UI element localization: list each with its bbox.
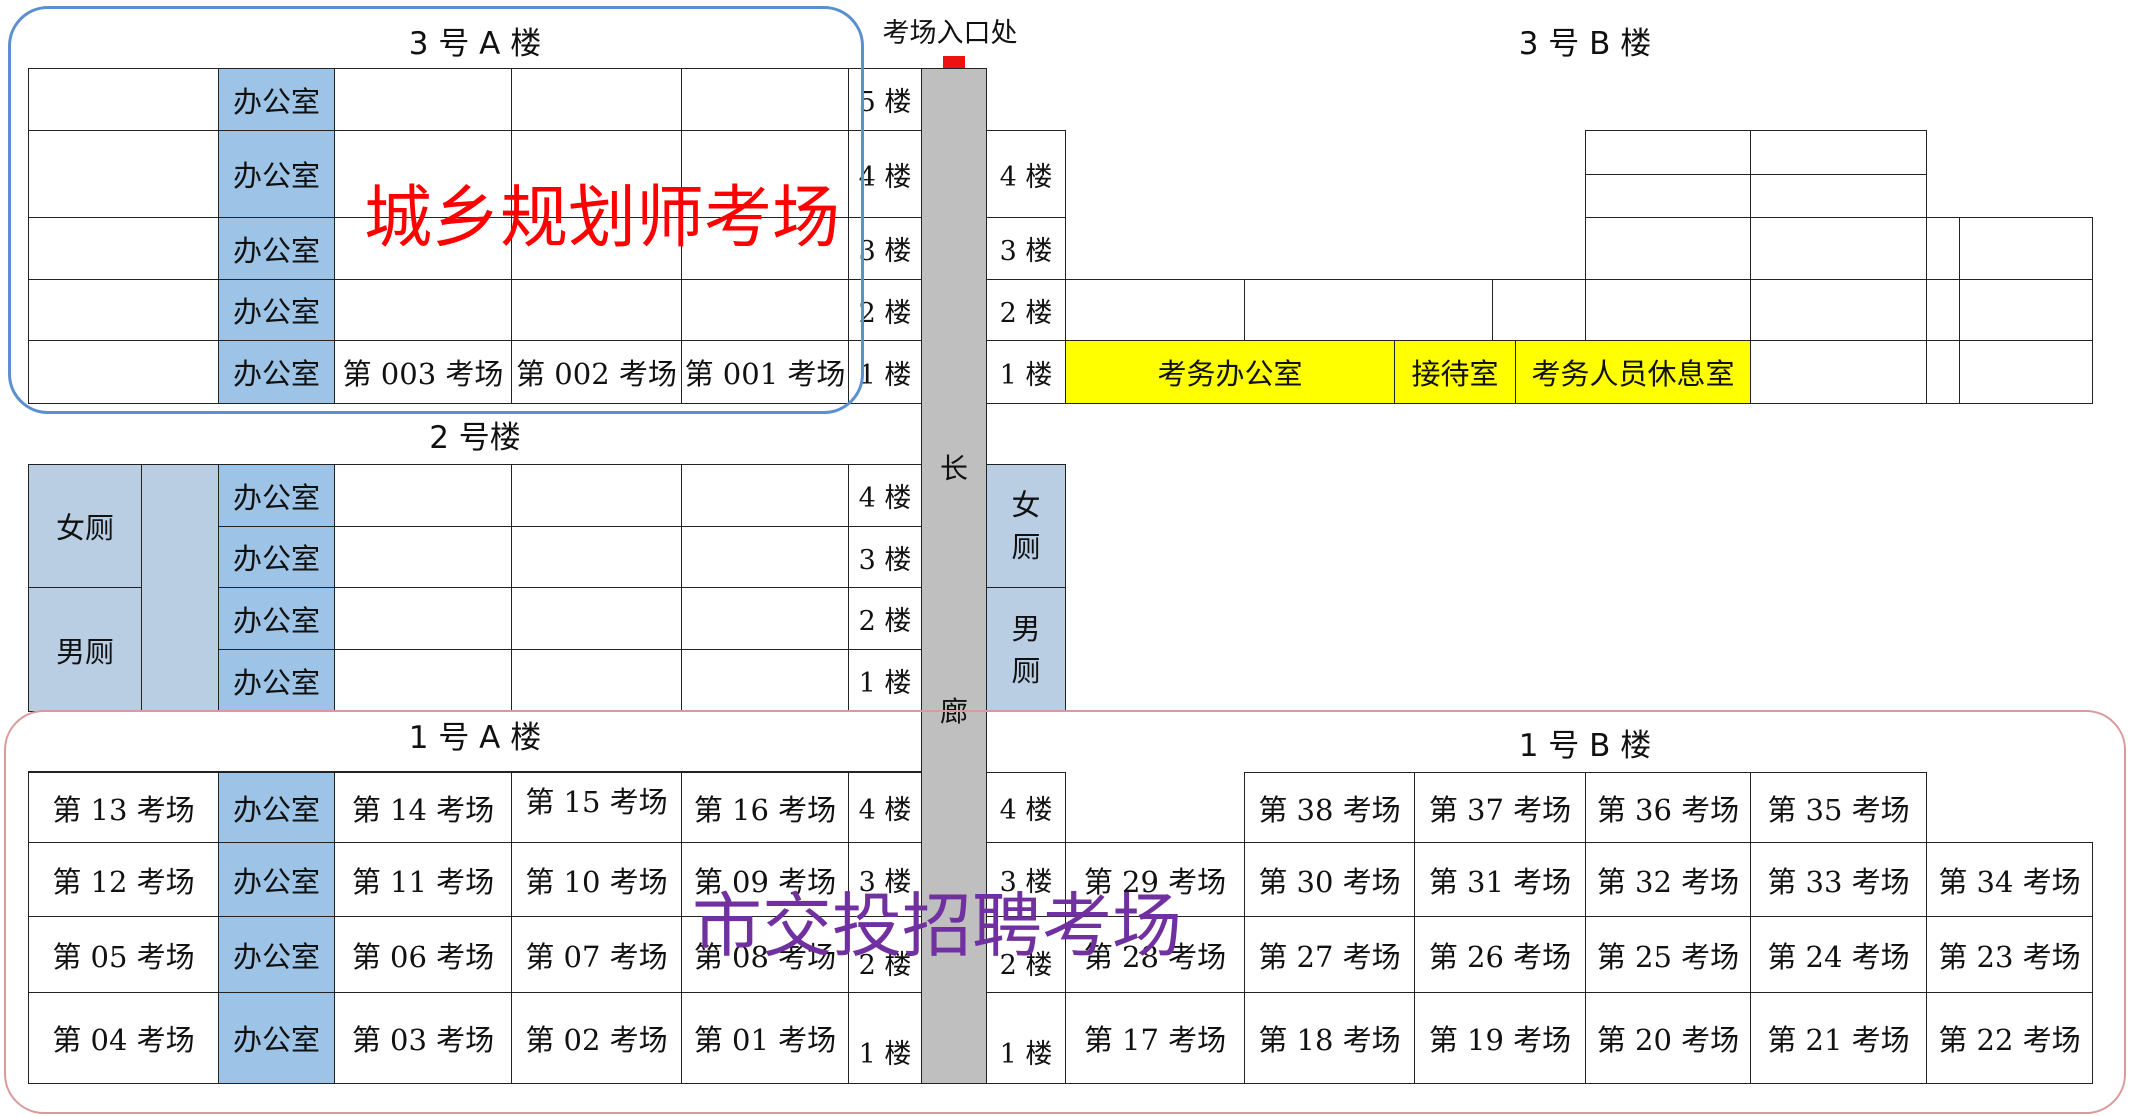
b2-stair bbox=[141, 464, 219, 712]
b1a-office-f2: 办公室 bbox=[218, 916, 335, 993]
b3b-cell bbox=[1585, 217, 1751, 280]
b3b-cell bbox=[1926, 217, 1960, 280]
b1b-exam-room: 第 30 考场 bbox=[1244, 842, 1415, 917]
b3b-cell bbox=[1244, 279, 1493, 341]
exam-affairs-office: 考务办公室 bbox=[1065, 340, 1395, 404]
b3b-cell bbox=[1750, 174, 1927, 218]
b1b-exam-room: 第 33 考场 bbox=[1750, 842, 1927, 917]
building-2-title: 2 号楼 bbox=[429, 419, 521, 456]
b1b-exam-room: 第 21 考场 bbox=[1750, 992, 1927, 1084]
b3b-cell bbox=[1959, 279, 2093, 341]
b2-cell bbox=[681, 464, 849, 527]
b2-cell bbox=[334, 464, 512, 527]
b1a-exam-room: 第 15 考场 bbox=[511, 772, 682, 843]
b2-cell bbox=[334, 649, 512, 712]
female-restroom: 女厕 bbox=[28, 464, 142, 588]
corridor-char-1: 长 bbox=[939, 452, 968, 485]
b2-cell bbox=[681, 587, 849, 650]
b2-cell bbox=[681, 526, 849, 588]
b3a-office-f2: 办公室 bbox=[218, 279, 335, 341]
b3b-cell bbox=[1585, 174, 1751, 218]
b3b-cell bbox=[1750, 130, 1927, 175]
b3b-cell bbox=[1926, 279, 1960, 341]
b3b-floor-2: 2 楼 bbox=[986, 279, 1066, 341]
b1a-office-f4: 办公室 bbox=[218, 772, 335, 843]
b3b-floor-1: 1 楼 bbox=[986, 340, 1066, 404]
b2-cell bbox=[511, 649, 682, 712]
b2-floor-3: 3 楼 bbox=[848, 526, 922, 588]
b1b-exam-room: 第 37 考场 bbox=[1414, 772, 1586, 843]
b3a-floor-5: 5 楼 bbox=[848, 68, 922, 131]
building-3b-title: 3 号 B 楼 bbox=[1518, 25, 1652, 62]
b2-cell bbox=[681, 649, 849, 712]
recruit-zone-outline bbox=[4, 710, 2126, 1114]
b3a-floor-3: 3 楼 bbox=[848, 217, 922, 280]
b2-office-f3: 办公室 bbox=[218, 526, 335, 588]
b2-cell bbox=[511, 587, 682, 650]
b1a-office-f3: 办公室 bbox=[218, 842, 335, 917]
b2-cell bbox=[511, 526, 682, 588]
b3b-cell bbox=[1959, 217, 2093, 280]
staff-lounge: 考务人员休息室 bbox=[1515, 340, 1751, 404]
recruit-zone-label: 市交投招聘考场 bbox=[692, 885, 1182, 967]
b2-floor-4: 4 楼 bbox=[848, 464, 922, 527]
male-restroom-east: 男 厕 bbox=[986, 587, 1066, 712]
building-1a-title: 1 号 A 楼 bbox=[408, 719, 542, 756]
building-3a-title: 3 号 A 楼 bbox=[408, 25, 542, 62]
b3b-cell bbox=[1926, 340, 1960, 404]
b2-office-f2: 办公室 bbox=[218, 587, 335, 650]
b3b-cell bbox=[1750, 279, 1927, 341]
b3b-cell bbox=[1750, 217, 1927, 280]
b3b-cell bbox=[1065, 279, 1245, 341]
b3a-office-f1: 办公室 bbox=[218, 340, 335, 404]
b1a-exam-room: 第 11 考场 bbox=[334, 842, 512, 917]
b1b-exam-room: 第 31 考场 bbox=[1414, 842, 1586, 917]
b1a-exam-room: 第 10 考场 bbox=[511, 842, 682, 917]
b3b-cell bbox=[1585, 279, 1751, 341]
b2-floor-2: 2 楼 bbox=[848, 587, 922, 650]
b1b-exam-room: 第 35 考场 bbox=[1750, 772, 1927, 843]
entrance-label: 考场入口处 bbox=[882, 17, 1018, 49]
b3a-floor-1: 1 楼 bbox=[848, 340, 922, 404]
b2-floor-1: 1 楼 bbox=[848, 649, 922, 712]
b3b-floor-4: 4 楼 bbox=[986, 130, 1066, 218]
male-restroom: 男厕 bbox=[28, 587, 142, 712]
building-1b-title: 1 号 B 楼 bbox=[1518, 727, 1652, 764]
b2-office-f1: 办公室 bbox=[218, 649, 335, 712]
b1a-exam-room: 第 02 考场 bbox=[511, 992, 682, 1084]
b3a-exam-room: 第 003 考场 bbox=[334, 340, 512, 404]
b1b-exam-room: 第 27 考场 bbox=[1244, 916, 1415, 993]
b2-cell bbox=[334, 587, 512, 650]
reception-room: 接待室 bbox=[1394, 340, 1516, 404]
b2-cell bbox=[511, 464, 682, 527]
b2-cell bbox=[334, 526, 512, 588]
b1b-exam-room: 第 19 考场 bbox=[1414, 992, 1586, 1084]
b3b-cell bbox=[1750, 340, 1927, 404]
planner-zone-outline bbox=[8, 6, 864, 414]
b1a-floor-1: 1 楼 bbox=[848, 992, 922, 1084]
b3b-cell bbox=[1492, 279, 1586, 341]
b1b-exam-room: 第 18 考场 bbox=[1244, 992, 1415, 1084]
female-restroom-east: 女 厕 bbox=[986, 464, 1066, 588]
long-corridor bbox=[921, 68, 987, 1084]
planner-zone-label: 城乡规划师考场 bbox=[364, 179, 841, 258]
b3b-floor-3: 3 楼 bbox=[986, 217, 1066, 280]
b1b-exam-room: 第 28 考场 bbox=[1065, 916, 1245, 993]
b1a-exam-room: 第 09 考场 bbox=[681, 842, 849, 917]
b1b-exam-room: 第 38 考场 bbox=[1244, 772, 1415, 843]
b1a-top-line bbox=[28, 771, 922, 773]
b1a-exam-room: 第 07 考场 bbox=[511, 916, 682, 993]
b3a-exam-room: 第 001 考场 bbox=[681, 340, 849, 404]
b3b-cell bbox=[1585, 130, 1751, 175]
b1a-exam-room: 第 03 考场 bbox=[334, 992, 512, 1084]
b3b-cell bbox=[1959, 340, 2093, 404]
b1b-exam-room: 第 22 考场 bbox=[1926, 992, 2093, 1084]
b2-office-f4: 办公室 bbox=[218, 464, 335, 527]
